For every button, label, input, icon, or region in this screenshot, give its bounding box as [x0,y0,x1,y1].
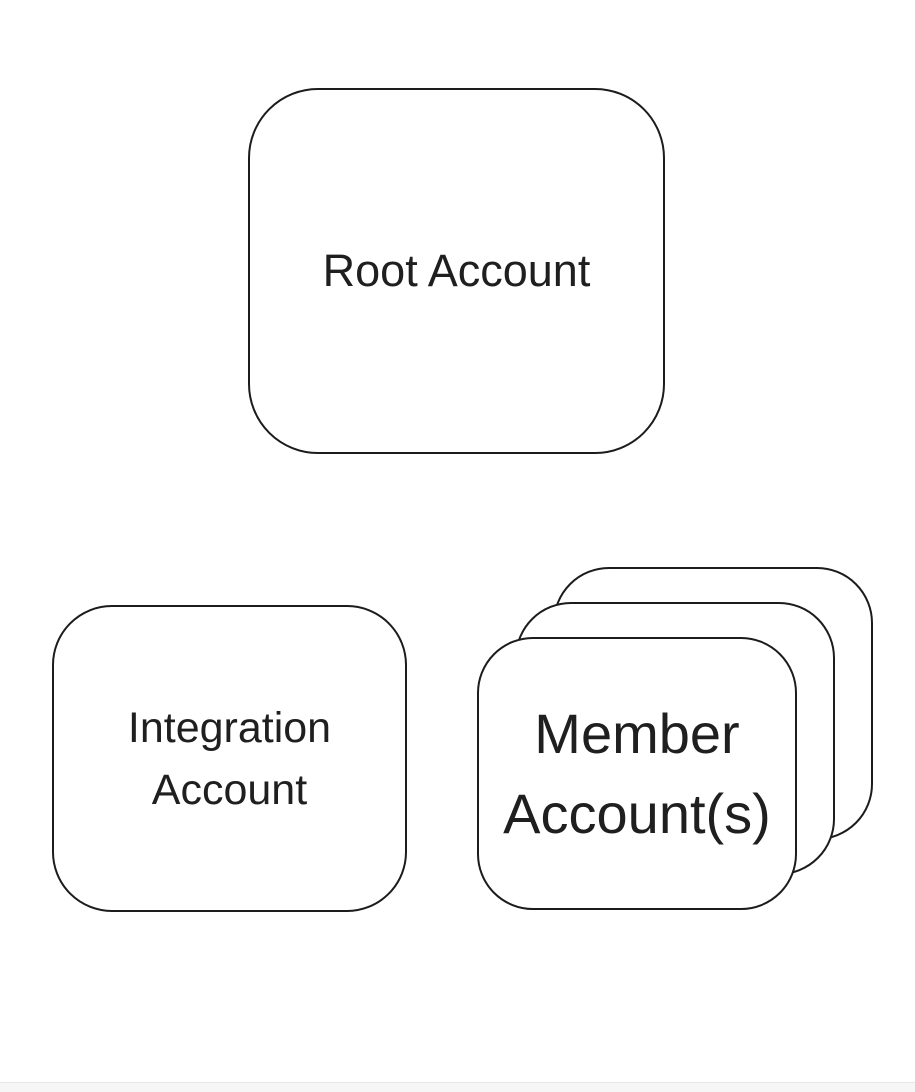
node-member-accounts-label-line2: Account(s) [503,781,771,845]
node-root-account-label: Root Account [323,244,591,298]
node-root-account: Root Account [248,88,665,454]
member-account-card-front: Member Account(s) [477,637,797,910]
node-integration-account: Integration Account [52,605,407,912]
node-member-accounts-label-line1: Member [534,701,740,765]
node-root-account-label-text: Root Account [322,245,591,296]
node-integration-account-label-line1: Integration [127,703,332,752]
page-bottom-edge-bar [0,1082,915,1092]
node-integration-account-label: Integration Account [128,697,331,821]
node-member-accounts-label: Member Account(s) [503,694,771,854]
node-member-accounts-stack: Member Account(s) [477,567,874,911]
node-integration-account-label-line2: Account [151,765,308,814]
